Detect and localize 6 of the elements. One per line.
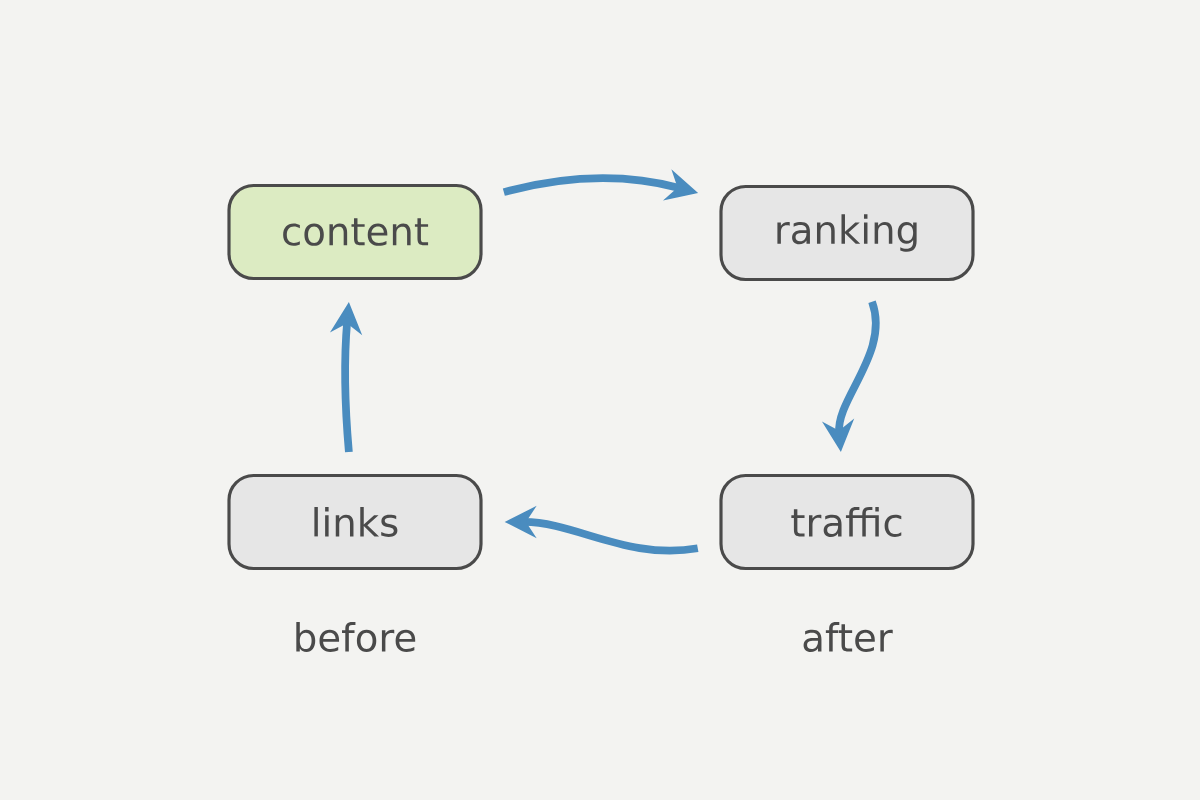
process-box: traffic: [719, 473, 975, 571]
process-box: links: [227, 473, 483, 571]
process-box: content: [227, 183, 483, 281]
caption-label: after: [803, 622, 893, 652]
caption-label: before: [296, 622, 416, 652]
process-box: ranking: [719, 184, 975, 282]
